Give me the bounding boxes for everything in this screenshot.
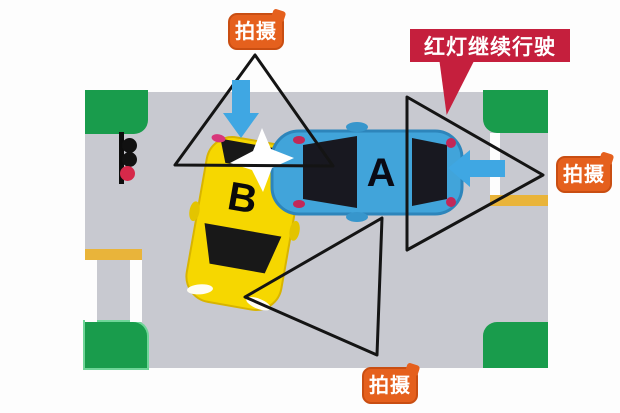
car-a-rear-window xyxy=(412,138,447,206)
camera-cone-right xyxy=(405,95,545,252)
grass-corner-bottom-left xyxy=(85,322,147,368)
capture-tag-right-label: 拍摄 xyxy=(563,164,605,186)
car-b-mirror-right-icon xyxy=(289,221,300,241)
camera-cone-top xyxy=(173,53,335,168)
car-b-headlight-left-icon xyxy=(187,284,213,295)
car-a-mirror-top-icon xyxy=(346,122,368,132)
grass-corner-top-right xyxy=(483,90,548,133)
car-a-mirror-bottom-icon xyxy=(346,212,368,222)
traffic-light-top-icon xyxy=(122,138,137,153)
car-a-windshield xyxy=(303,136,357,208)
traffic-light-pole xyxy=(119,132,124,184)
car-a-light-front-bottom-icon xyxy=(293,200,305,208)
capture-tag-bottom: 拍摄 xyxy=(362,367,418,404)
grass-corner-bottom-right xyxy=(483,322,548,368)
capture-tag-right: 拍摄 xyxy=(556,156,612,193)
red-light-banner-label: 红灯继续行驶 xyxy=(424,35,556,59)
traffic-light-middle-icon xyxy=(122,152,137,167)
lane-line-white-left-1 xyxy=(85,260,97,322)
car-a-light-rear-top-icon xyxy=(446,138,456,148)
car-a: A xyxy=(270,122,464,222)
capture-tag-top: 拍摄 xyxy=(228,13,284,50)
car-a-light-front-top-icon xyxy=(293,136,305,144)
car-a-label: A xyxy=(367,151,396,195)
red-light-banner: 红灯继续行驶 xyxy=(410,29,570,62)
stop-line-yellow-right xyxy=(490,195,548,206)
arrow-left-icon xyxy=(448,150,505,187)
car-b-windshield xyxy=(204,223,282,274)
arrow-down-icon xyxy=(223,80,259,138)
lane-line-white-left-2 xyxy=(130,260,142,322)
capture-tag-bottom-label: 拍摄 xyxy=(369,375,411,397)
camera-cone-bottom xyxy=(243,216,384,357)
stop-line-yellow-left xyxy=(85,249,142,260)
grass-corner-top-left xyxy=(85,90,148,134)
capture-tag-top-label: 拍摄 xyxy=(235,21,277,43)
car-b-mirror-left-icon xyxy=(189,201,200,222)
collision-flash-icon xyxy=(230,128,294,192)
car-b-taillight-icon xyxy=(211,134,226,143)
traffic-light-red-icon xyxy=(120,166,135,181)
car-a-light-rear-bottom-icon xyxy=(446,197,456,207)
